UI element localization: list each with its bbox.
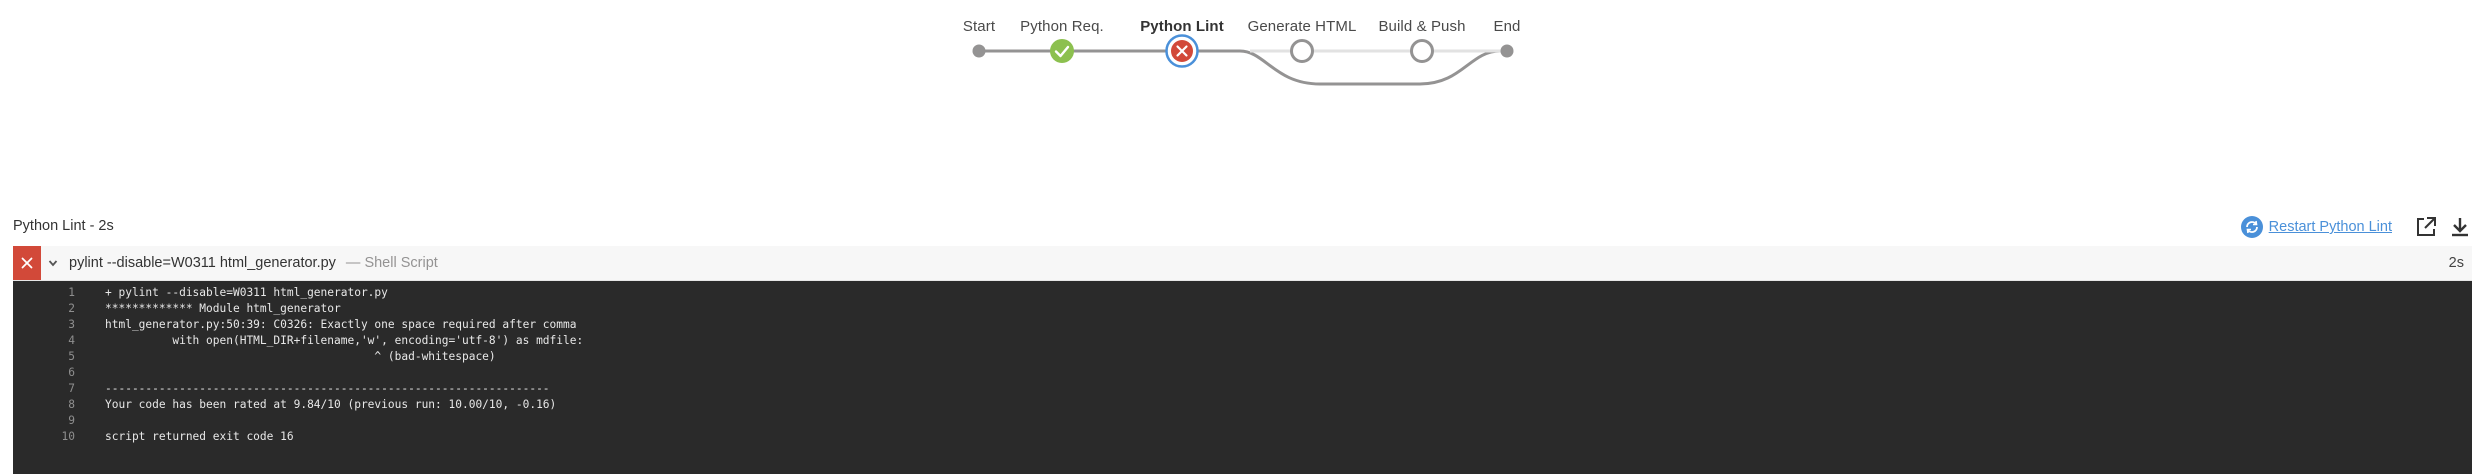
- stage-title: Python Lint - 2s: [13, 218, 114, 234]
- restart-stage-link[interactable]: Restart Python Lint: [2268, 219, 2392, 235]
- log-line: 5 ^ (bad-whitespace): [13, 349, 2472, 365]
- line-number[interactable]: 5: [68, 350, 75, 363]
- line-number[interactable]: 4: [68, 334, 75, 347]
- line-number[interactable]: 9: [68, 414, 75, 427]
- line-text: html_generator.py:50:39: C0326: Exactly …: [105, 318, 577, 331]
- line-text: ************* Module html_generator: [105, 302, 341, 315]
- external-link-icon[interactable]: [2414, 215, 2438, 239]
- step-type: — Shell Script: [345, 255, 438, 271]
- close-icon: [1176, 45, 1188, 57]
- step-duration: 2s: [2448, 255, 2464, 271]
- line-number[interactable]: 8: [68, 398, 75, 411]
- pipeline-graph-svg: [972, 34, 1514, 86]
- line-number[interactable]: 10: [61, 430, 75, 443]
- stage-python-req-node[interactable]: [1050, 39, 1074, 63]
- connector-skip-path: [1181, 49, 1507, 86]
- log-line: 2 ************* Module html_generator: [13, 301, 2472, 317]
- line-number[interactable]: 2: [68, 302, 75, 315]
- line-text: + pylint --disable=W0311 html_generator.…: [105, 286, 388, 299]
- stage-toolbar: Restart Python Lint: [2240, 214, 2472, 240]
- stage-label-generate-html[interactable]: Generate HTML: [1247, 18, 1357, 35]
- log-line: 10 script returned exit code 16: [13, 429, 2472, 445]
- line-number[interactable]: 6: [68, 366, 75, 379]
- stage-generate-html-node[interactable]: [1290, 39, 1314, 63]
- stage-label-end[interactable]: End: [1493, 18, 1521, 35]
- line-number[interactable]: 3: [68, 318, 75, 331]
- stage-label-python-lint[interactable]: Python Lint: [1140, 18, 1224, 35]
- line-text: script returned exit code 16: [105, 430, 294, 443]
- log-line: 8 Your code has been rated at 9.84/10 (pr…: [13, 397, 2472, 413]
- log-line: 7 ---------------------------------------…: [13, 381, 2472, 397]
- log-output[interactable]: 1 + pylint --disable=W0311 html_generator…: [13, 281, 2472, 474]
- log-step-row[interactable]: pylint --disable=W0311 html_generator.py…: [13, 246, 2472, 281]
- check-icon: [1054, 45, 1070, 58]
- line-text: Your code has been rated at 9.84/10 (pre…: [105, 398, 557, 411]
- chevron-down-icon[interactable]: [41, 257, 65, 269]
- line-text: ^ (bad-whitespace): [105, 350, 496, 363]
- log-line: 1 + pylint --disable=W0311 html_generator…: [13, 285, 2472, 301]
- pipeline-graph: Start Python Req. Python Lint Generate H…: [0, 0, 2486, 110]
- step-status-failed: [13, 246, 41, 280]
- log-line: 3 html_generator.py:50:39: C0326: Exactly…: [13, 317, 2472, 333]
- stage-build-push-node[interactable]: [1410, 39, 1434, 63]
- stage-python-lint-node[interactable]: [1165, 34, 1199, 68]
- restart-icon[interactable]: [2240, 215, 2264, 239]
- stage-end-node[interactable]: [1500, 44, 1514, 58]
- stage-start-node[interactable]: [972, 44, 986, 58]
- close-icon: [21, 257, 33, 269]
- line-text: ----------------------------------------…: [105, 382, 550, 395]
- line-number[interactable]: 1: [68, 286, 75, 299]
- line-text: with open(HTML_DIR+filename,'w', encodin…: [105, 334, 584, 347]
- step-command: pylint --disable=W0311 html_generator.py: [69, 255, 336, 271]
- stage-label-build-push[interactable]: Build & Push: [1378, 18, 1466, 35]
- stage-label-start[interactable]: Start: [962, 18, 996, 35]
- log-line: 4 with open(HTML_DIR+filename,'w', encod…: [13, 333, 2472, 349]
- log-line: 6: [13, 365, 2472, 381]
- download-icon[interactable]: [2448, 215, 2472, 239]
- log-line: 9: [13, 413, 2472, 429]
- stage-label-python-req[interactable]: Python Req.: [1020, 18, 1104, 35]
- line-number[interactable]: 7: [68, 382, 75, 395]
